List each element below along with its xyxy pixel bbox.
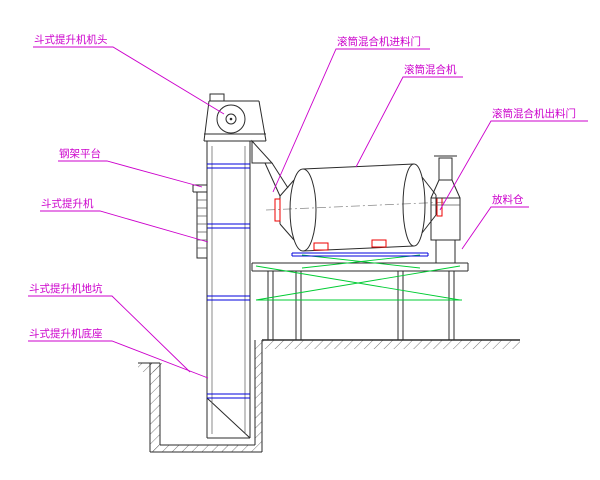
label-elevator-base: 斗式提升机底座 <box>29 327 103 340</box>
brace-lines <box>255 254 462 301</box>
leader-drum-mixer <box>355 76 463 168</box>
ladder-frame <box>196 191 208 259</box>
ground-hatch-right <box>262 340 520 349</box>
leader-discharge-bin <box>461 206 529 250</box>
leader-elevator-base <box>28 340 209 379</box>
support-roller-right <box>371 239 387 248</box>
head-pulley-hub <box>225 113 237 125</box>
table-top <box>251 262 469 272</box>
discharge-spout <box>251 139 289 197</box>
drum-end-left <box>289 168 317 252</box>
pit-wall-hatch-left <box>150 363 160 452</box>
drum-support-frame <box>291 252 429 257</box>
head-housing <box>203 100 267 142</box>
label-discharge-bin: 放料仓 <box>492 193 524 206</box>
label-steel-platform: 钢架平台 <box>59 147 101 160</box>
platform-table <box>251 262 469 340</box>
leader-elevator-pit <box>28 295 191 373</box>
drum-end-right <box>402 163 426 247</box>
pit-wall-hatch-right <box>255 340 262 445</box>
label-drum-mixer: 滚筒混合机 <box>404 63 457 76</box>
drum-centerline <box>265 201 449 211</box>
bin-body <box>430 197 461 241</box>
feed-door-detail <box>274 198 281 222</box>
bin-shoulders <box>430 179 461 199</box>
ladder-rungs <box>197 199 207 249</box>
head-pulley-center <box>229 117 233 121</box>
drum-mixer <box>265 163 449 257</box>
head-motor <box>209 93 225 102</box>
column-flanges <box>207 163 250 399</box>
label-bucket-elevator: 斗式提升机 <box>41 197 94 210</box>
column-inner-lines <box>211 146 246 434</box>
cross-bracing <box>255 254 462 301</box>
label-mixer-discharge-door: 滚筒混合机出料门 <box>492 107 576 120</box>
leader-mixer-feed-door <box>272 48 430 193</box>
elevator-column <box>206 141 251 439</box>
annotations: 斗式提升机机头 钢架平台 斗式提升机 斗式提升机地坑 斗式提升机底座 滚筒混合机… <box>28 33 588 379</box>
discharge-bin <box>430 155 461 263</box>
pit-and-ground <box>138 339 520 453</box>
label-elevator-head: 斗式提升机机头 <box>34 33 108 46</box>
leader-bucket-elevator <box>40 210 209 243</box>
pit-outline <box>138 340 263 453</box>
leader-mixer-discharge-door <box>439 120 588 211</box>
elevator-head <box>203 93 289 197</box>
leader-steel-platform <box>58 160 203 188</box>
head-pulley-circle <box>216 104 246 134</box>
steel-platform <box>192 184 208 259</box>
table-legs <box>267 271 455 340</box>
column-outline <box>206 141 251 439</box>
bin-chimney <box>438 157 453 181</box>
label-mixer-feed-door: 滚筒混合机进料门 <box>337 35 421 48</box>
label-elevator-pit: 斗式提升机地坑 <box>29 282 103 295</box>
pit-floor-hatch <box>150 445 262 452</box>
leader-elevator-head <box>33 46 225 115</box>
bin-legs <box>435 240 456 263</box>
support-roller-left <box>313 242 329 251</box>
